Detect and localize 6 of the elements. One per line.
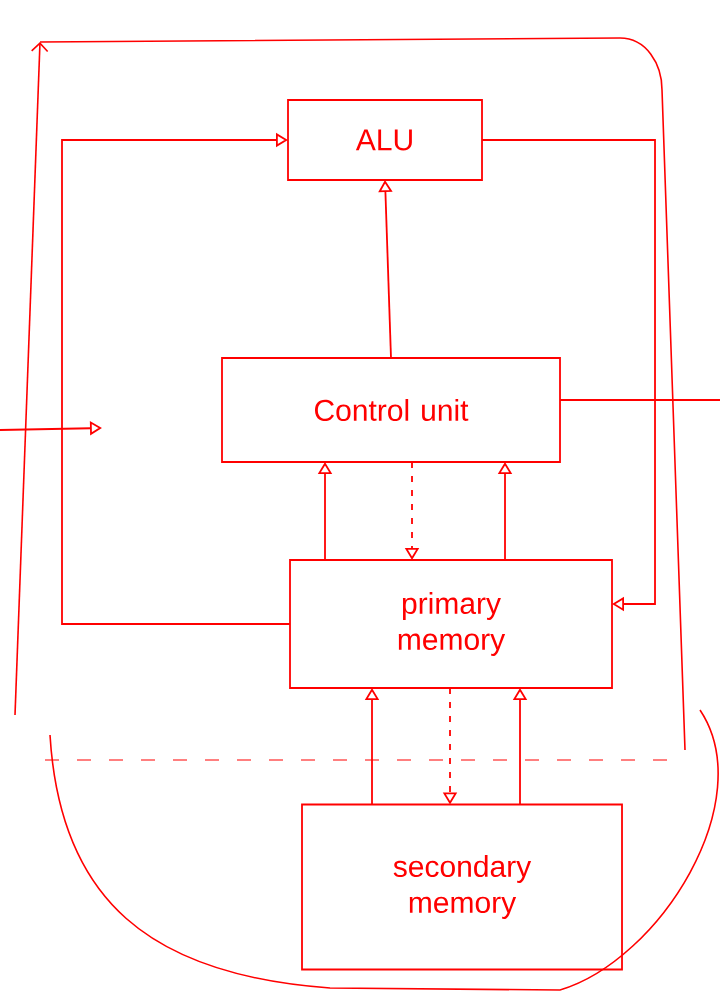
arrow xyxy=(61,132,291,625)
memory-box: primary memory xyxy=(289,559,613,689)
memory-box: secondary memory xyxy=(301,803,623,971)
alu-box: ALU xyxy=(287,99,483,181)
arrow xyxy=(481,139,656,612)
control-unit-box: Control unit xyxy=(221,357,561,463)
